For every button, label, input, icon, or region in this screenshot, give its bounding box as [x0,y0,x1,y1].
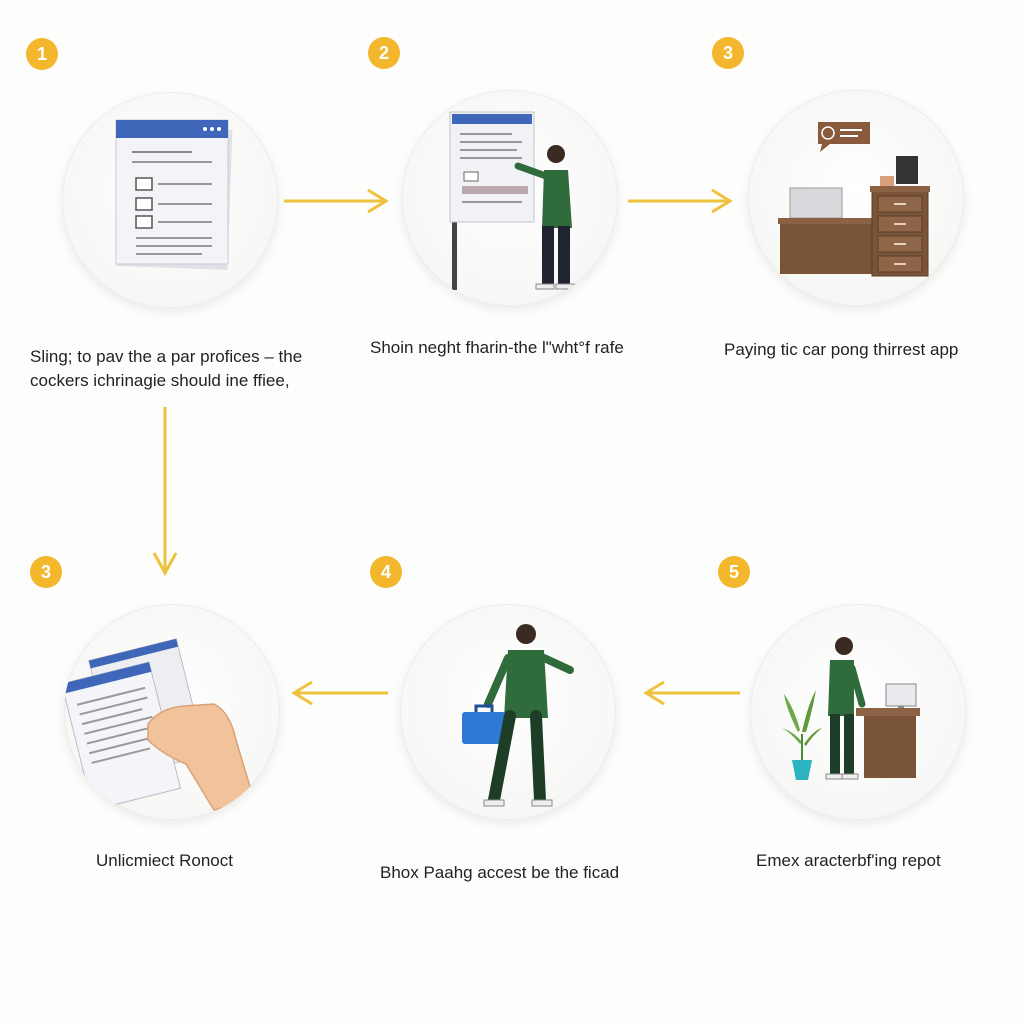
step-3-badge: 3 [712,37,744,69]
step-2-caption: Shoin neght fharin-the l"wht°f rafe [370,338,624,357]
presenter-board-icon [449,111,575,290]
arrow-down-icon [152,407,178,577]
step-1-circle [62,92,278,308]
step-1-caption-line-1: Sling; to pav the a par profices – the [30,347,303,366]
step-2-circle [402,90,618,306]
step-3b-circle [64,604,280,820]
arrow-left-icon [643,680,740,706]
step-5-caption: Emex aracterbf'ing repot [756,851,941,870]
step-3b-caption: Unlicmiect Ronoct [96,851,233,870]
step-4-badge: 4 [370,556,402,588]
walking-briefcase-icon [462,624,574,807]
step-3-caption: Paying tic car pong thirrest app [724,340,959,359]
step-1-caption-line-2: cockers ichrinagie should ine ffiee, [30,371,290,390]
step-5-badge: 5 [718,556,750,588]
hand-documents-icon [64,638,255,811]
worker-at-desk-icon [782,637,920,780]
document-form-icon [115,119,233,270]
arrow-left-icon [291,680,388,706]
step-3-circle [748,90,964,306]
step-1-badge: 1 [26,38,58,70]
step-4-caption: Bhox Paahg accest be the ficad [380,863,620,882]
arrow-right-icon [628,188,733,214]
arrow-right-icon [284,188,389,214]
step-5-circle [750,604,966,820]
office-desk-icon [778,122,930,277]
step-3b-badge: 3 [30,556,62,588]
step-2-badge: 2 [368,37,400,69]
step-4-circle [400,604,616,820]
